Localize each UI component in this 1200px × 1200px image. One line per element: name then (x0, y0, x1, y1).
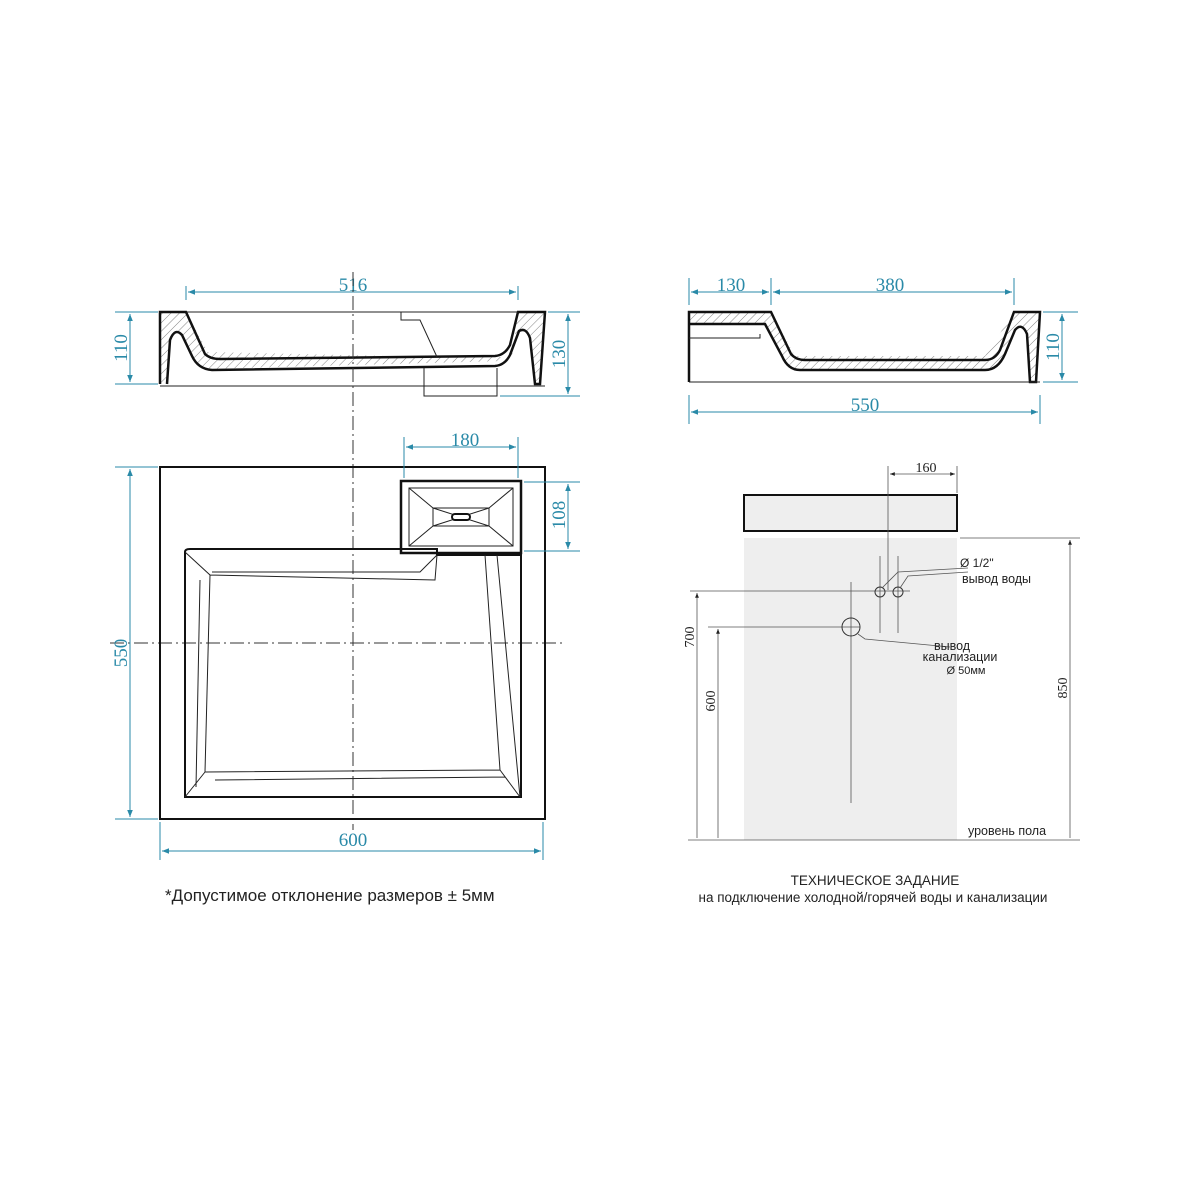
basin-bevels (184, 551, 521, 798)
tolerance-note: *Допустимое отклонение размеров ± 5мм (165, 886, 495, 905)
spec-subtitle: на подключение холодной/горячей воды и к… (699, 890, 1048, 905)
dim-label-160: 160 (916, 461, 937, 476)
overflow-slot-icon (451, 513, 471, 521)
plan-view: 180 108 550 600 (111, 430, 580, 860)
dim-label-550-plan: 550 (111, 639, 132, 668)
water-diameter-label: Ø 1/2" (960, 556, 994, 570)
front-section-view: 516 110 130 (111, 275, 580, 397)
dim-label-130-right: 130 (549, 340, 570, 369)
dim-label-130-side: 130 (717, 275, 746, 296)
overflow-box-bevels (408, 487, 514, 547)
basin-outline (184, 548, 522, 798)
cold-water-outlet-icon (874, 586, 886, 598)
hot-water-outlet-icon (892, 586, 904, 598)
dim-label-180: 180 (451, 430, 480, 451)
floor-label: уровень пола (968, 824, 1046, 838)
dim-label-380: 380 (876, 275, 905, 296)
side-section-outline (687, 310, 1042, 384)
drain-diameter-label: Ø 50мм (947, 665, 986, 677)
dim-label-600: 600 (339, 830, 368, 851)
dim-label-700: 700 (683, 627, 698, 648)
dim-label-550-side: 550 (851, 395, 880, 416)
installation-zone (744, 538, 957, 840)
dim-label-600-install: 600 (704, 691, 719, 712)
overflow-box (399, 479, 523, 555)
drain-outlet-icon (841, 617, 861, 637)
drain-label-line1: вывод (934, 639, 971, 653)
drain-label-line2: канализации (923, 650, 998, 664)
spec-title: ТЕХНИЧЕСКОЕ ЗАДАНИЕ (791, 873, 960, 888)
dim-label-108: 108 (549, 501, 570, 530)
water-outlet-label: вывод воды (962, 572, 1031, 586)
side-section-view: 130 380 550 110 (687, 275, 1078, 424)
dim-label-110-left: 110 (111, 334, 132, 362)
plan-outline (159, 466, 546, 820)
countertop-sink (743, 494, 958, 532)
dim-label-110-side: 110 (1043, 333, 1064, 361)
front-section-outline (158, 310, 547, 386)
dim-label-850: 850 (1056, 678, 1071, 699)
front-section-hatch (160, 312, 545, 384)
installation-diagram: уровень пола 160 Ø 1/2" вывод воды вывод… (683, 461, 1080, 841)
